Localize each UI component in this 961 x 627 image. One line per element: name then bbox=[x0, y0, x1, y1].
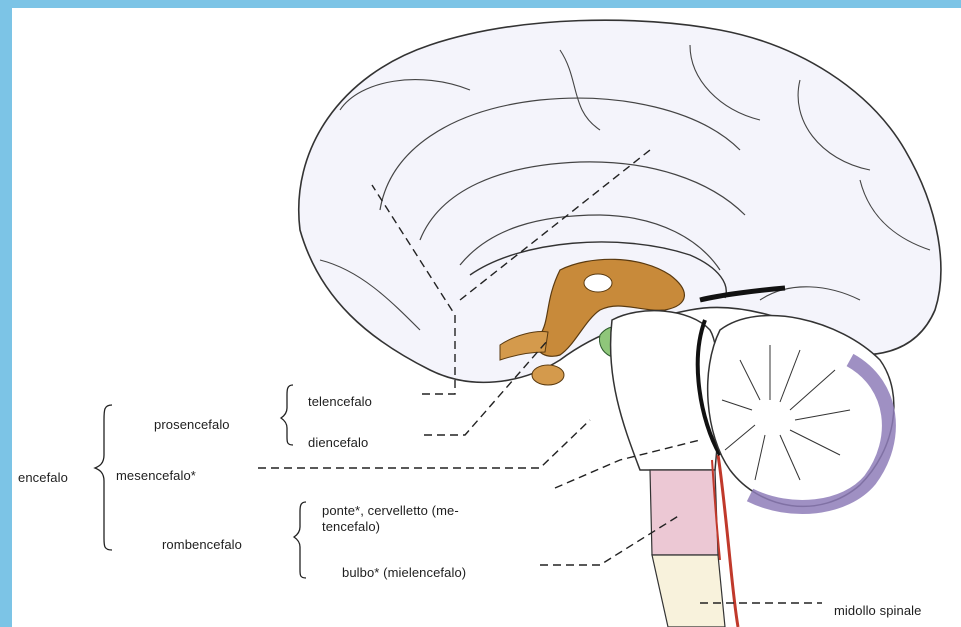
label-rombencefalo: rombencefalo bbox=[162, 537, 242, 552]
label-bulbo: bulbo* (mielencefalo) bbox=[342, 565, 466, 580]
label-ponte-line1: ponte*, cervelletto (me- bbox=[322, 503, 459, 518]
brace-rombencefalo bbox=[294, 502, 306, 578]
label-midollo: midollo spinale bbox=[834, 603, 922, 618]
label-diencefalo: diencefalo bbox=[308, 435, 368, 450]
label-mesencefalo: mesencefalo* bbox=[116, 468, 196, 483]
label-ponte-line2: tencefalo) bbox=[322, 519, 380, 534]
brain-illustration bbox=[12, 8, 961, 627]
label-encefalo: encefalo bbox=[18, 470, 68, 485]
diagram-frame: encefalo prosencefalo telencefalo dience… bbox=[12, 8, 961, 627]
spinal-cord bbox=[652, 555, 725, 627]
brace-prosencefalo bbox=[281, 385, 293, 445]
label-telencefalo: telencefalo bbox=[308, 394, 372, 409]
pons bbox=[650, 470, 718, 555]
label-prosencefalo: prosencefalo bbox=[154, 417, 230, 432]
brace-encefalo bbox=[95, 405, 112, 550]
